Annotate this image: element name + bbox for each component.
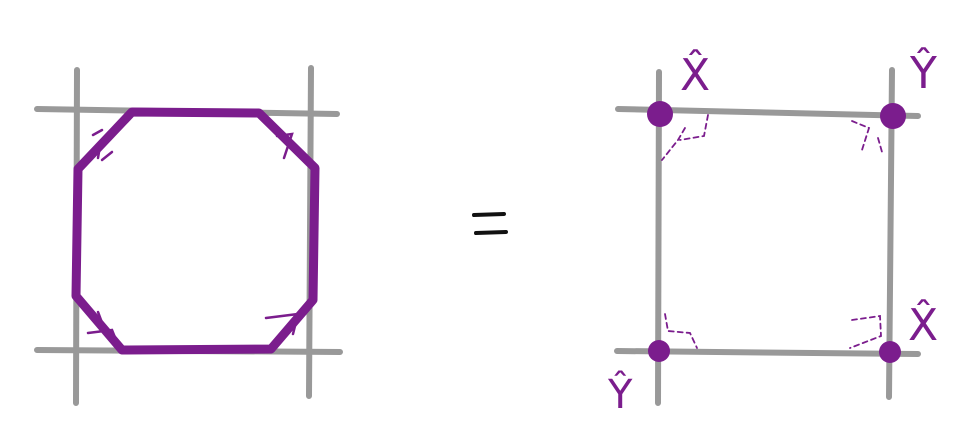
label-bottom-left: Ŷ bbox=[607, 369, 633, 418]
square-corner-angle-marks bbox=[661, 114, 883, 349]
label-top-right: Ŷ bbox=[909, 46, 937, 99]
equals-sign bbox=[472, 212, 508, 235]
octagon-corner-ticks bbox=[86, 128, 300, 342]
tick-top-right bbox=[275, 132, 294, 160]
square-vertex-dots bbox=[647, 101, 906, 363]
equals-bar-top bbox=[472, 212, 506, 217]
equals-bar-bottom bbox=[474, 230, 508, 235]
vertex-dot-bottom-left bbox=[648, 340, 670, 362]
angle-mark-top-right bbox=[851, 120, 883, 153]
tick-top-left bbox=[91, 128, 114, 162]
octagon-shape bbox=[71, 107, 320, 355]
angle-mark-top-left bbox=[661, 114, 709, 161]
tick-bottom-right bbox=[264, 312, 300, 336]
vertex-dot-bottom-right bbox=[879, 341, 901, 363]
tick-bottom-left bbox=[86, 310, 118, 342]
angle-mark-bottom-left bbox=[664, 313, 698, 349]
vertex-dot-top-left bbox=[647, 101, 673, 127]
label-bottom-right: X̂ bbox=[908, 298, 938, 351]
label-top-left: X̂ bbox=[680, 48, 710, 101]
vertex-dot-top-right bbox=[880, 103, 906, 129]
angle-mark-bottom-right bbox=[849, 314, 882, 349]
vertex-labels: X̂ Ŷ X̂ Ŷ bbox=[607, 46, 938, 418]
